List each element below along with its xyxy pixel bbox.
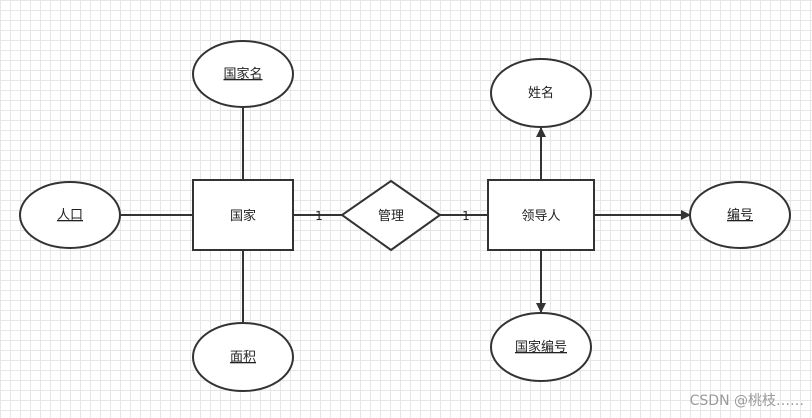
- entity-leader-label: 领导人: [521, 209, 560, 224]
- attribute-id[interactable]: 编号: [689, 181, 791, 249]
- entity-country-label: 国家: [230, 208, 256, 224]
- attribute-area-label: 面积: [230, 350, 256, 365]
- attribute-id-label: 编号: [727, 208, 753, 223]
- cardinality-right-label: 1: [462, 209, 470, 223]
- attribute-name-label: 姓名: [528, 85, 554, 101]
- relationship-manage-label: 管理: [378, 209, 404, 224]
- attribute-population[interactable]: 人口: [19, 181, 121, 249]
- attribute-population-label: 人口: [57, 208, 83, 223]
- cardinality-left-label: 1: [315, 209, 323, 223]
- entity-leader[interactable]: 领导人: [487, 179, 595, 251]
- watermark: CSDN @桃枝……: [689, 393, 804, 409]
- relationship-manage[interactable]: 管理: [340, 179, 442, 252]
- attribute-area[interactable]: 面积: [192, 322, 294, 392]
- attribute-country-id-label: 国家编号: [515, 339, 567, 355]
- attribute-country-name-label: 国家名: [223, 66, 262, 82]
- entity-country[interactable]: 国家: [192, 179, 294, 251]
- attribute-name[interactable]: 姓名: [490, 58, 592, 128]
- attribute-country-id[interactable]: 国家编号: [490, 312, 592, 382]
- attribute-country-name[interactable]: 国家名: [192, 40, 294, 108]
